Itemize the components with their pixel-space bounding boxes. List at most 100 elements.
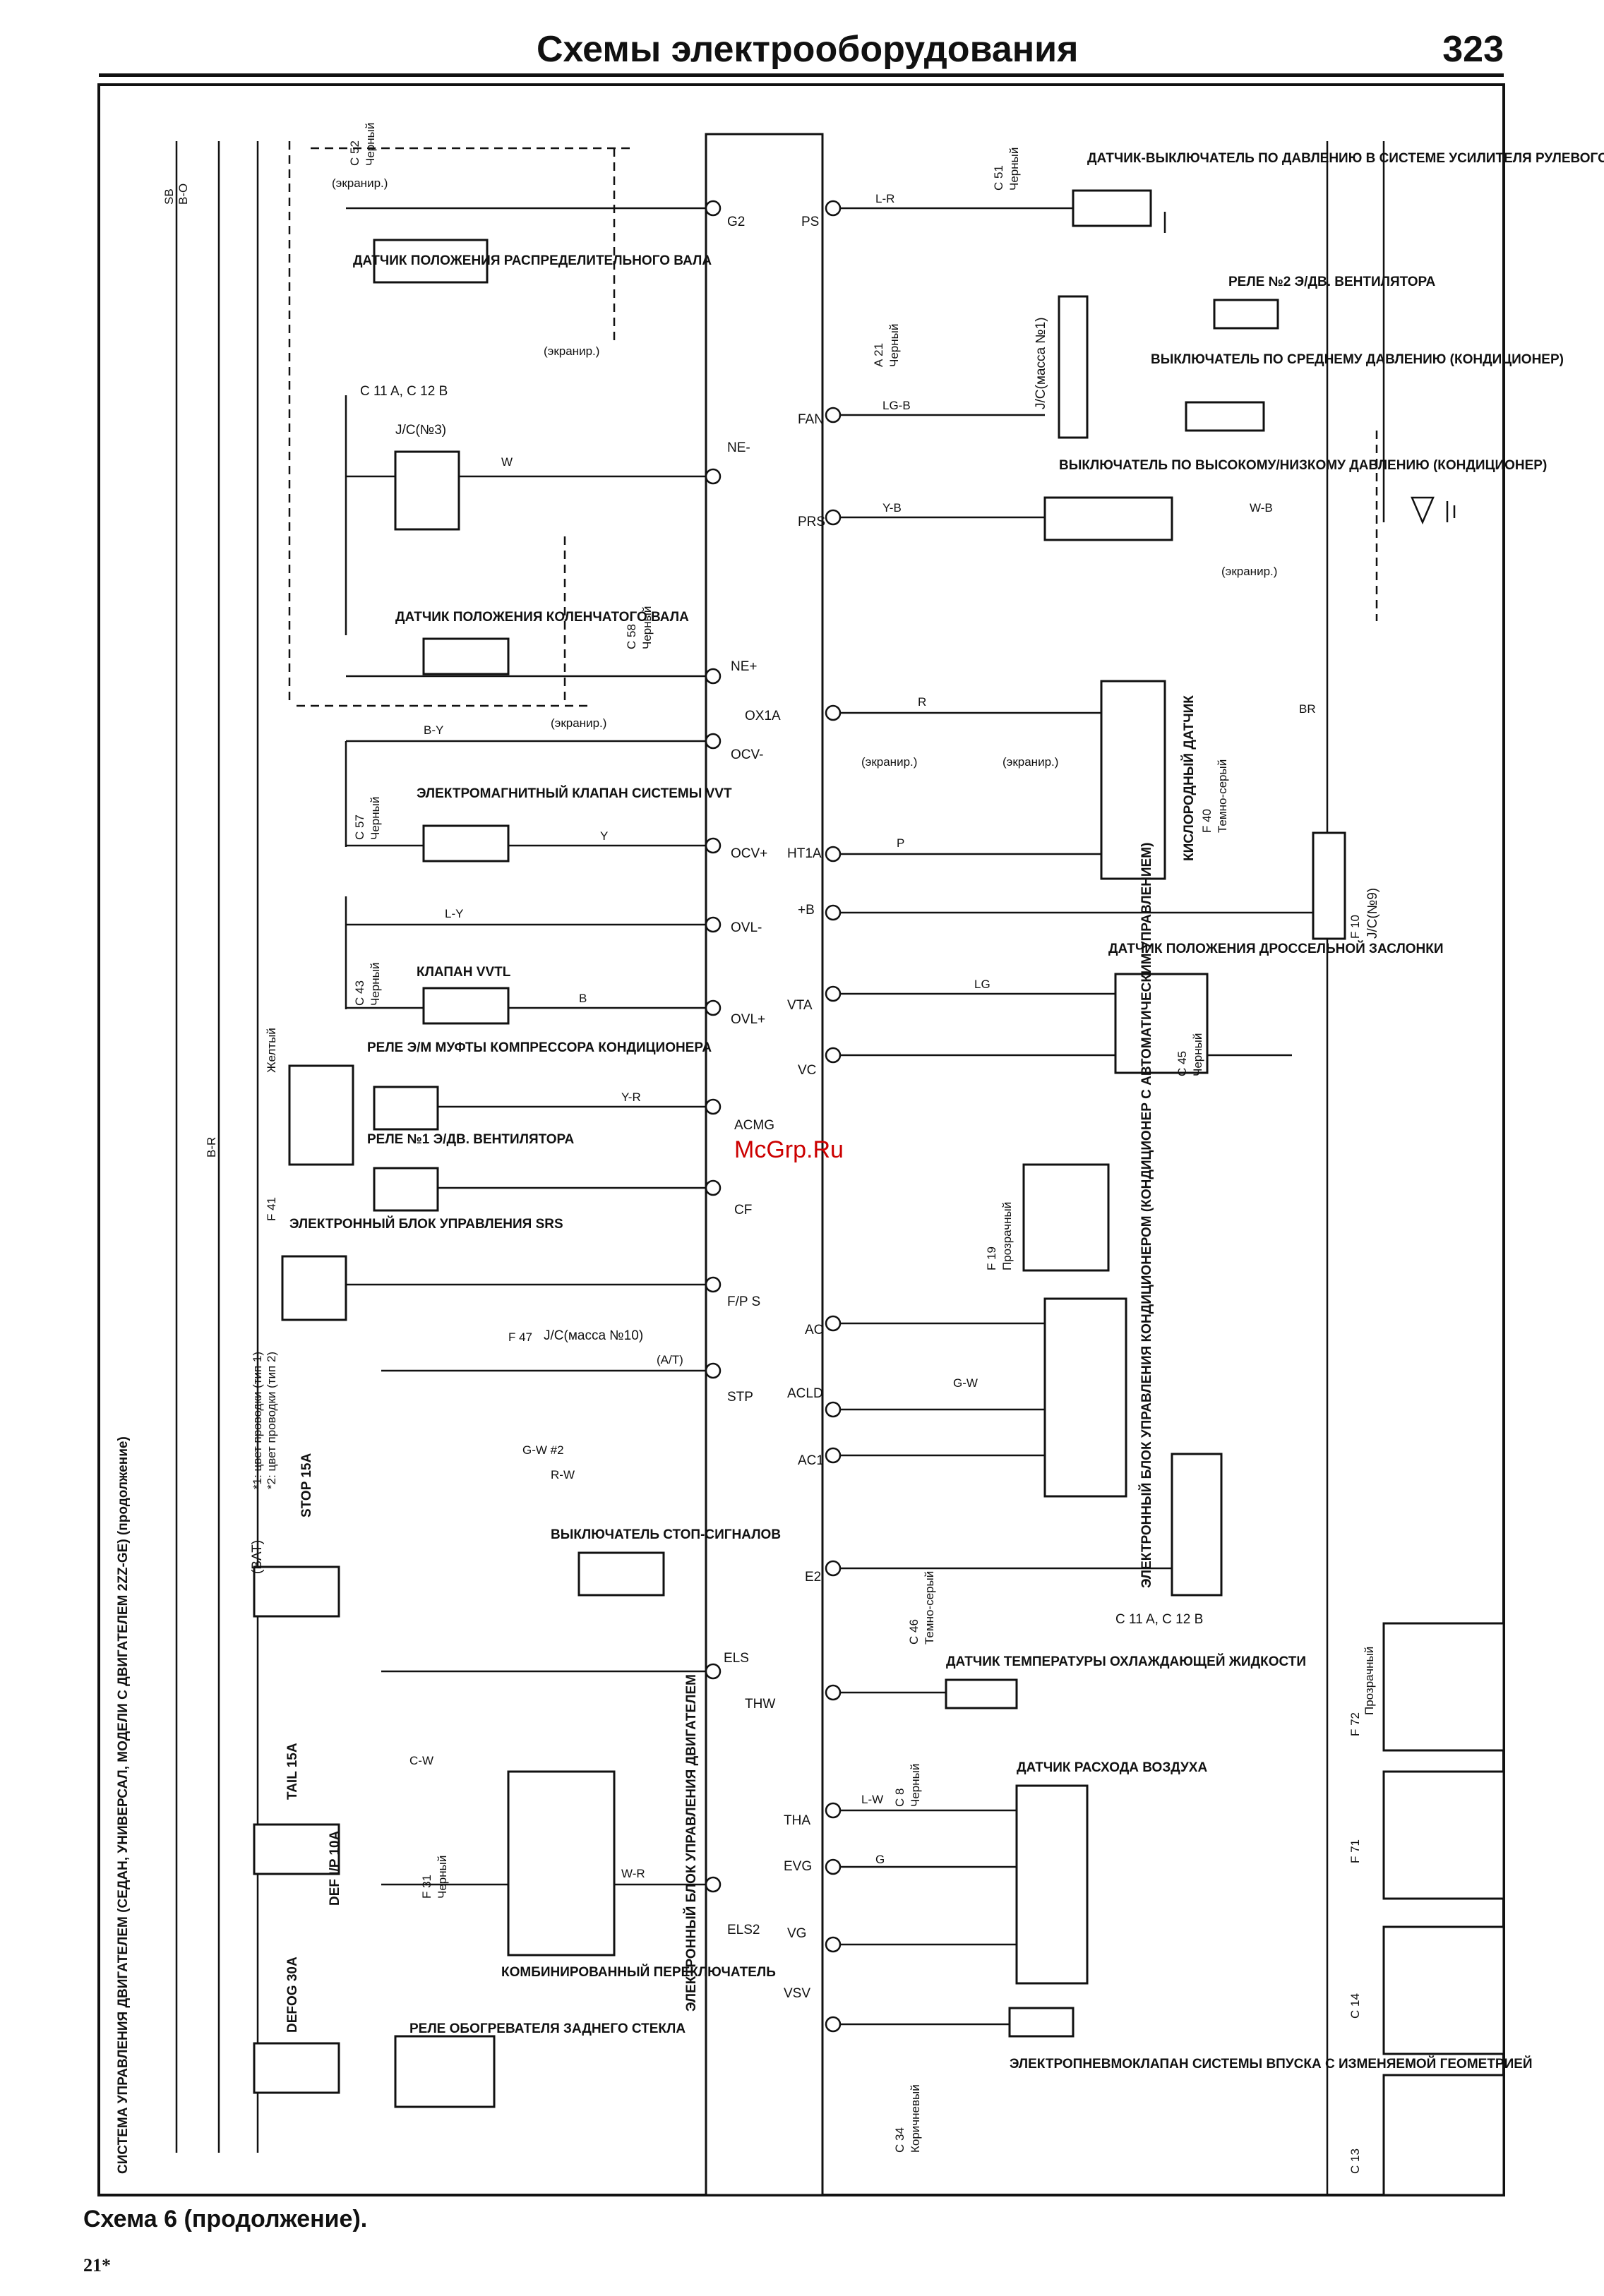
- ecu-terminal: VSV: [784, 1986, 810, 2001]
- wire-color: SB: [162, 188, 176, 205]
- wire-color: B-Y: [424, 723, 443, 737]
- ecu-terminal: ELS: [724, 1651, 749, 1666]
- combo-switch-label: КОМБИНИРОВАННЫЙ ПЕРЕКЛЮЧАТЕЛЬ: [501, 1964, 776, 1980]
- ecu-terminal: NE-: [727, 440, 750, 455]
- ecu-terminal: EVG: [784, 1859, 812, 1874]
- wire-color: LG: [974, 978, 990, 991]
- connector-c52: C 52: [348, 140, 361, 166]
- ac-clutch-relay-label: РЕЛЕ Э/М МУФТЫ КОМПРЕССОРА КОНДИЦИОНЕРА: [367, 1040, 712, 1055]
- connector-labels: C 52 Черный C 51 Черный A 21 Черный C 58…: [265, 123, 1376, 2174]
- wire-color: W: [501, 455, 513, 469]
- wire-color: R-W: [551, 1468, 575, 1481]
- connector-f47: F 47: [508, 1330, 532, 1344]
- throttle-sensor-label: ДАТЧИК ПОЛОЖЕНИЯ ДРОССЕЛЬНОЙ ЗАСЛОНКИ: [1108, 941, 1444, 956]
- ground-symbol: [1163, 212, 1456, 525]
- fuse-labels: STOP 15A TAIL 15A DEF I/P 10A DEFOG 30A …: [250, 1453, 342, 2033]
- ecu-terminal: OCV-: [731, 747, 763, 762]
- engine-ecu-label: ЭЛЕКТРОННЫЙ БЛОК УПРАВЛЕНИЯ ДВИГАТЕЛЕМ: [683, 1674, 699, 2012]
- side-title: СИСТЕМА УПРАВЛЕНИЯ ДВИГАТЕЛЕМ (СЕДАН, УН…: [116, 1436, 131, 2174]
- wire-color: L-Y: [445, 907, 463, 920]
- connector-c51-color: Черный: [1007, 148, 1021, 191]
- wire-color-labels: L-R LG-B Y-B W-B BR B-Y Y P L-Y LG B W R…: [162, 184, 1316, 1880]
- shield-note: (экранир.): [861, 755, 917, 769]
- fuse-defog: DEFOG 30A: [285, 1957, 300, 2033]
- ecu-terminals: G2 PS FAN NE- PRS NE+ OX1A OCV- OCV+ HT1…: [724, 215, 825, 2001]
- connector-f10: F 10: [1348, 915, 1362, 939]
- page-title: Схемы электрооборудования: [537, 29, 1079, 70]
- connector-a21: A 21: [872, 343, 885, 367]
- connector-c13: C 13: [1348, 2148, 1362, 2174]
- at-note: (A/T): [657, 1353, 683, 1366]
- ecu-terminal: AC1: [798, 1453, 824, 1468]
- right-wires: [840, 141, 1385, 2195]
- shield-note: (экранир.): [544, 344, 599, 358]
- fuse-tail: TAIL 15A: [285, 1743, 300, 1800]
- page-marker: 21*: [83, 2255, 111, 2276]
- connector-transparent-label: Прозрачный: [1363, 1647, 1376, 1715]
- component-boxes: [253, 189, 1505, 2196]
- wire-color: B-O: [176, 184, 190, 205]
- ecu-terminal: THW: [745, 1697, 775, 1712]
- wire-color: LG-B: [882, 399, 911, 412]
- wire-color: W-B: [1250, 501, 1273, 515]
- ecu-terminal: G2: [727, 215, 745, 229]
- wire-color: Y: [600, 829, 608, 843]
- jc-mass10-label: J/C(масса №10): [544, 1328, 643, 1343]
- wire-color: P: [897, 836, 904, 850]
- ecu-terminal: OX1A: [745, 709, 781, 723]
- connector-c46-color: Темно-серый: [923, 1571, 936, 1645]
- ecu-terminal: PS: [801, 215, 819, 229]
- wire-color: BR: [1299, 702, 1316, 716]
- connector-c52-color: Черный: [364, 123, 377, 166]
- wire-color: C-W: [409, 1754, 433, 1767]
- ecu-terminal: VG: [787, 1926, 806, 1941]
- ecu-pins: [705, 200, 842, 2033]
- coolant-sensor-label: ДАТЧИК ТЕМПЕРАТУРЫ ОХЛАЖДАЮЩЕЙ ЖИДКОСТИ: [946, 1654, 1306, 1669]
- srs-ecu-label: ЭЛЕКТРОННЫЙ БЛОК УПРАВЛЕНИЯ SRS: [289, 1216, 563, 1232]
- connector-c14: C 14: [1348, 1993, 1362, 2019]
- connector-f19-color: Прозрачный: [1000, 1202, 1014, 1270]
- component-labels: ДАТЧИК-ВЫКЛЮЧАТЕЛЬ ПО ДАВЛЕНИЮ В СИСТЕМЕ…: [289, 151, 1604, 2072]
- connector-f40-color: Темно-серый: [1216, 759, 1229, 833]
- connector-f71: F 71: [1348, 1839, 1362, 1863]
- connector-c46: C 46: [907, 1619, 921, 1645]
- ecu-terminal: HT1A: [787, 846, 822, 861]
- ecu-terminal: F/P S: [727, 1294, 760, 1309]
- vvt-valve-label: ЭЛЕКТРОМАГНИТНЫЙ КЛАПАН СИСТЕМЫ VVT: [417, 786, 732, 801]
- connector-c8-color: Черный: [909, 1764, 922, 1807]
- ecu-terminal: NE+: [731, 659, 758, 674]
- ac-ecu-label: ЭЛЕКТРОННЫЙ БЛОК УПРАВЛЕНИЯ КОНДИЦИОНЕРО…: [1139, 843, 1154, 1588]
- footer-caption: Схема 6 (продолжение).: [83, 2206, 368, 2232]
- ecu-terminal: OVL-: [731, 920, 762, 935]
- connector-c58: C 58: [625, 624, 638, 649]
- o2-sensor-label: КИСЛОРОДНЫЙ ДАТЧИК: [1181, 695, 1197, 861]
- wire-color: W-R: [621, 1867, 645, 1880]
- acis-vsv-label: ЭЛЕКТРОПНЕВМОКЛАПАН СИСТЕМЫ ВПУСКА С ИЗМ…: [1010, 2056, 1533, 2072]
- wire-color: G: [875, 1853, 885, 1866]
- connector-c34-color: Коричневый: [909, 2084, 922, 2153]
- ecu-terminal: E2: [805, 1570, 821, 1585]
- shield-note: (экранир.): [332, 176, 388, 190]
- page-header: Схемы электрооборудования 323: [99, 28, 1504, 77]
- connector-c43-color: Черный: [369, 963, 382, 1006]
- connector-c51: C 51: [992, 165, 1005, 191]
- connector-a21-color: Черный: [887, 324, 901, 367]
- watermark: McGrp.Ru: [734, 1136, 844, 1163]
- stop-switch-label: ВЫКЛЮЧАТЕЛЬ СТОП-СИГНАЛОВ: [551, 1527, 781, 1542]
- note2: *2: цвет проводки (тип 2): [265, 1352, 278, 1489]
- jc3-label: J/C(№3): [395, 423, 446, 438]
- ecu-terminal: OCV+: [731, 846, 767, 861]
- connector-f31: F 31: [420, 1875, 433, 1899]
- ecu-terminal: THA: [784, 1813, 810, 1828]
- left-wires: [297, 147, 706, 1886]
- ecu-terminal: VC: [798, 1063, 816, 1078]
- wire-color: Y-B: [882, 501, 902, 515]
- ecu-terminal: PRS: [798, 515, 825, 529]
- rear-defog-relay-label: РЕЛЕ ОБОГРЕВАТЕЛЯ ЗАДНЕГО СТЕКЛА: [409, 2021, 686, 2036]
- ecu-terminal: AC: [805, 1323, 823, 1338]
- junction-labels: J/C(№3) J/C(№9) J/C(масса №1) J/C(масса …: [360, 317, 1380, 1627]
- ecu-terminal: FAN: [798, 412, 824, 427]
- wire-color: G-W: [953, 1376, 978, 1390]
- engine-ecu: [705, 133, 824, 2196]
